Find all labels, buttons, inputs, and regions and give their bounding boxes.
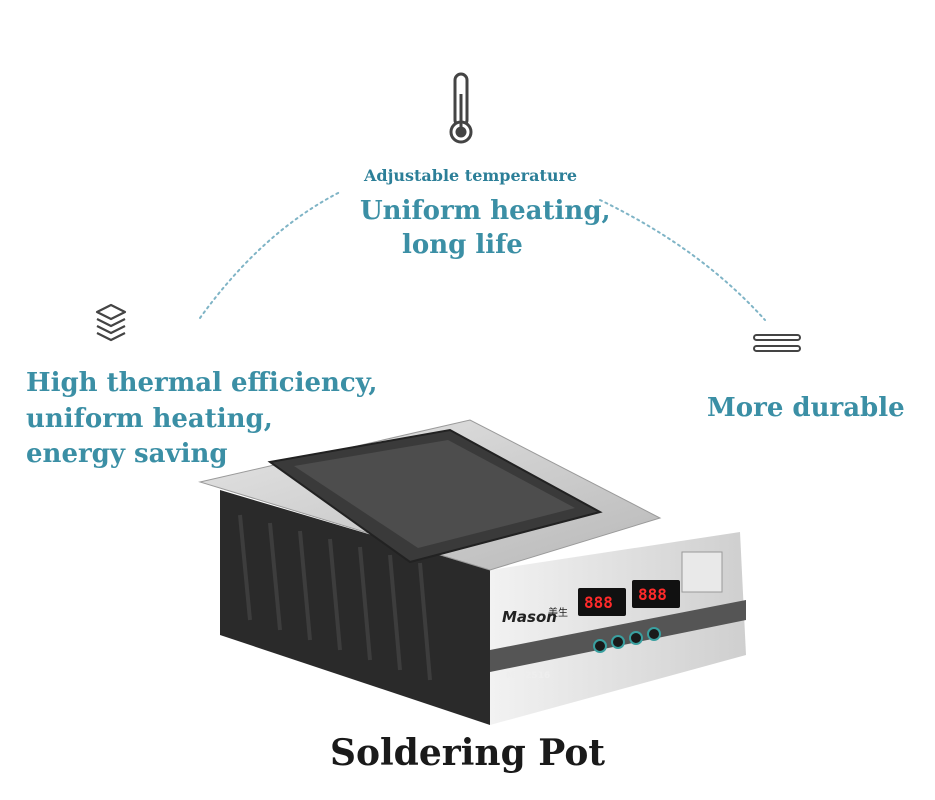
left-feature-line-2: uniform heating, — [26, 404, 273, 434]
brand-label: Mason — [502, 608, 557, 626]
brand-cn-label: 美生 — [548, 606, 568, 619]
right-feature-text: More durable — [707, 393, 905, 423]
thermometer-icon — [444, 72, 478, 150]
soldering-pot-image: Mason 美生 MS-2516 888 888 — [190, 400, 750, 734]
equals-icon — [752, 332, 804, 358]
display-right: 888 — [638, 585, 667, 604]
left-feature-line-3: energy saving — [26, 439, 228, 469]
model-label: MS-2516 — [506, 671, 550, 681]
product-caption: Soldering Pot — [329, 732, 606, 774]
display-left: 888 — [584, 593, 613, 612]
top-feature-line-1: Uniform heating, — [360, 196, 611, 226]
layers-icon — [94, 302, 128, 346]
top-feature-line-2: long life — [402, 230, 523, 260]
left-feature-line-1: High thermal efficiency, — [26, 368, 378, 398]
top-feature-small-label: Adjustable temperature — [364, 166, 578, 185]
